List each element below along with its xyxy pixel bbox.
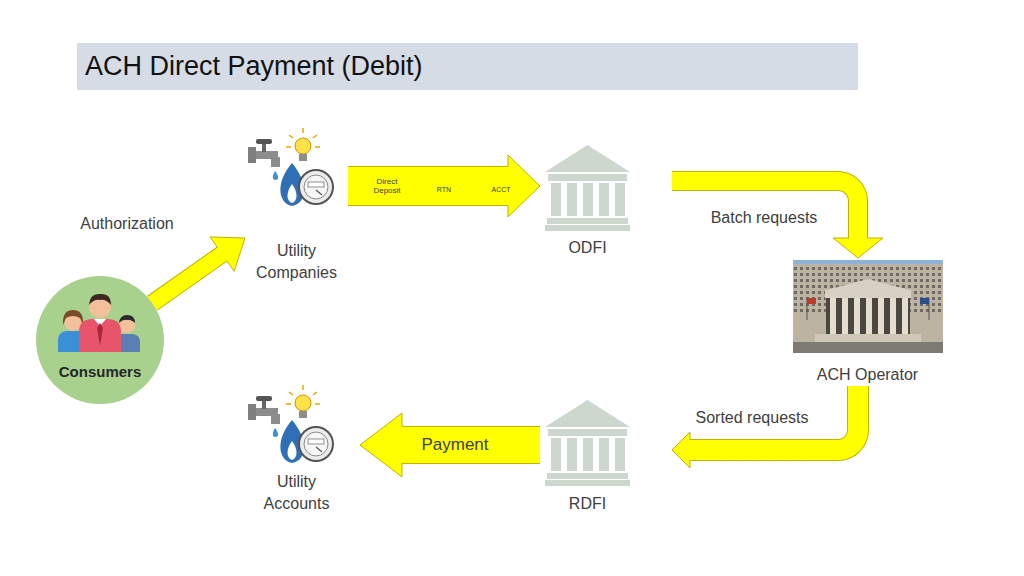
- icon-part: [793, 342, 943, 353]
- icon-part: [807, 298, 816, 304]
- icon-part: [902, 298, 908, 334]
- circle-shape: [36, 276, 164, 404]
- arrow-shaft: [348, 167, 510, 205]
- edge-label: Payment: [400, 434, 510, 456]
- arrow-shaft: [400, 427, 540, 463]
- people-icon: [58, 294, 140, 352]
- utility-icon: [248, 128, 333, 206]
- edge-label: Authorization: [60, 213, 194, 235]
- arrow-shaft: [672, 181, 858, 240]
- utility-icon: [248, 385, 333, 463]
- arrow-shaft: [152, 253, 223, 303]
- node-label: ACH Operator: [817, 364, 918, 386]
- node-label: Utility Companies: [245, 240, 348, 284]
- arrow-head: [508, 155, 540, 217]
- edge-label: Batch requests: [694, 207, 834, 229]
- arrow-outline: [152, 253, 223, 303]
- arrow-head: [833, 238, 883, 258]
- edge-label: Direct Deposit: [370, 177, 404, 195]
- building-photo: [793, 260, 943, 353]
- icon-part: [793, 260, 943, 353]
- node-label: Consumers: [59, 363, 142, 381]
- icon-part: [878, 298, 884, 334]
- flow-arrow: [360, 413, 540, 477]
- bank-icon: [545, 145, 630, 231]
- icon-part: [63, 310, 83, 325]
- flow-arrow: [672, 386, 858, 468]
- diagram-title: ACH Direct Payment (Debit): [85, 51, 423, 81]
- title-holder: ACH Direct Payment (Debit): [85, 50, 423, 82]
- flow-arrow: [348, 155, 540, 217]
- edge-label: Sorted requests: [682, 407, 822, 429]
- icon-part: [920, 298, 929, 304]
- icon-part: [825, 291, 911, 298]
- icon-part: [826, 296, 910, 334]
- title-band: [77, 43, 858, 90]
- arrow-head: [360, 413, 402, 477]
- icon-part: [79, 319, 121, 352]
- icon-part: [830, 298, 836, 334]
- bank-icon: [545, 400, 630, 486]
- icon-part: [890, 298, 896, 334]
- icon-part: [842, 298, 848, 334]
- arrow-outline: [400, 426, 540, 464]
- icon-part: [823, 279, 913, 291]
- node-label: RDFI: [569, 493, 606, 515]
- node-label: Utility Accounts: [245, 471, 348, 515]
- icon-part: [866, 298, 872, 334]
- icon-part: [97, 323, 103, 346]
- icon-part: [815, 334, 921, 342]
- flow-arrow: [672, 181, 883, 258]
- field-label: RTN: [430, 185, 458, 195]
- field-label: ACCT: [486, 185, 516, 195]
- icon-part: [89, 294, 111, 305]
- node-label: ODFI: [568, 237, 606, 259]
- icon-part: [119, 315, 135, 323]
- arrow-outline: [348, 166, 510, 206]
- arrow-outline: [672, 181, 858, 240]
- arrow-head: [672, 432, 690, 468]
- flow-arrow: [152, 237, 245, 303]
- icon-part: [854, 298, 860, 334]
